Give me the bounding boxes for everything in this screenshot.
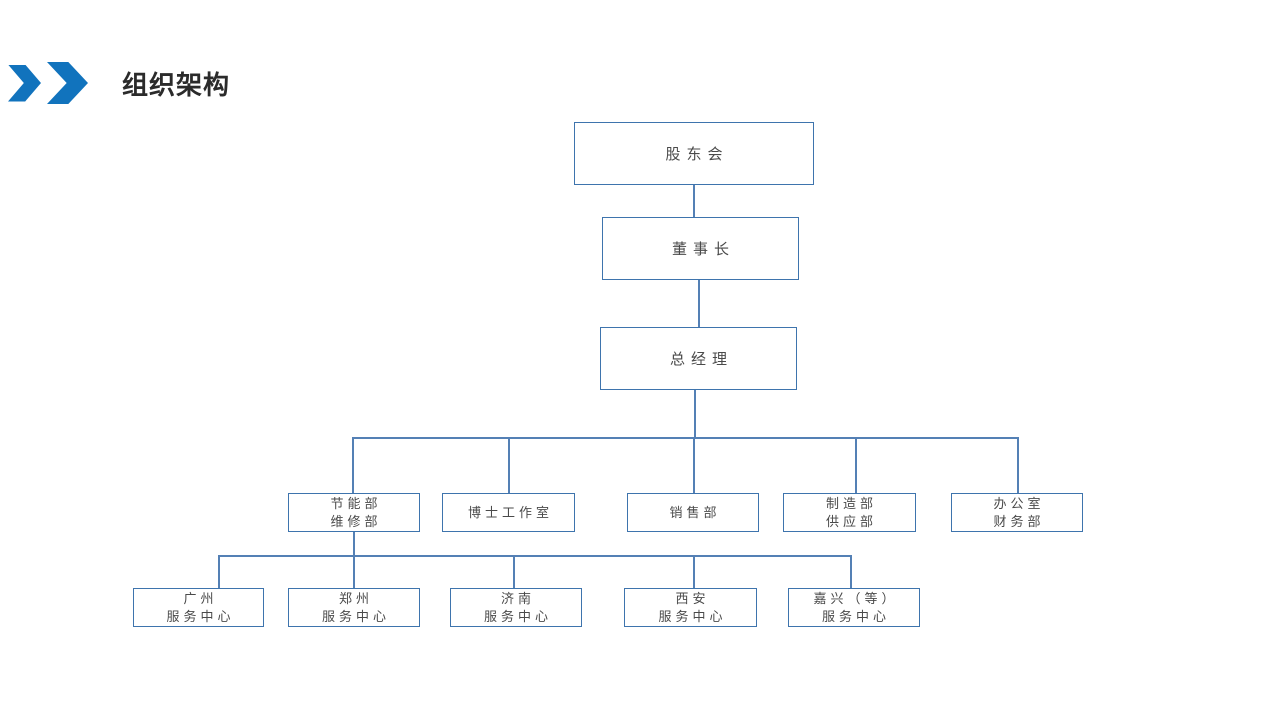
connector-drop-doctor-studio [508,437,510,493]
connector-drop-sales [693,437,695,493]
connector-gm-bus [694,390,696,437]
org-node-label: 西安 [675,590,710,606]
org-node-label: 服务中心 [321,608,390,624]
chevron-right-icon [8,64,41,102]
org-node-shareholders: 股东会 [574,122,814,185]
connector-drop-manufacturing [855,437,857,493]
org-node-label: 维修部 [330,513,382,529]
org-node-center-guangzhou: 广州 服务中心 [133,588,264,627]
org-node-label: 制造部 [825,495,877,511]
slide-header: 组织架构 [8,60,230,106]
org-node-label: 销售部 [669,504,721,520]
org-node-label: 供应部 [825,513,877,529]
connector-drop-office [1017,437,1019,493]
page-title: 组织架构 [122,69,231,100]
org-node-dept-office-finance: 办公室 财务部 [951,493,1083,532]
org-node-general-manager: 总经理 [600,327,797,390]
org-node-label: 服务中心 [658,608,727,624]
org-node-dept-energy-maintenance: 节能部 维修部 [288,493,420,532]
org-node-label: 博士工作室 [467,504,553,520]
connector-energy-bus2 [353,532,355,588]
double-chevron-icon [8,62,88,104]
org-node-center-zhengzhou: 郑州 服务中心 [288,588,420,627]
connector-drop-energy [352,437,354,493]
org-node-label: 郑州 [338,590,373,606]
org-node-label: 济南 [500,590,535,606]
connector-chairman-gm [698,280,700,327]
org-node-dept-doctor-studio: 博士工作室 [442,493,575,532]
org-node-label: 办公室 [993,495,1045,511]
org-node-label: 嘉兴（等） [813,590,899,606]
org-node-label: 财务部 [993,513,1045,529]
org-node-label: 总经理 [669,351,733,368]
org-node-center-xian: 西安 服务中心 [624,588,757,627]
org-node-label: 股东会 [665,146,729,163]
org-node-label: 节能部 [330,495,382,511]
connector-drop-jiaxing [850,555,852,588]
org-node-center-jinan: 济南 服务中心 [450,588,582,627]
connector-bus-service-centers [218,555,850,557]
org-node-chairman: 董事长 [602,217,799,280]
org-node-label: 广州 [183,590,218,606]
org-node-center-jiaxing: 嘉兴（等） 服务中心 [788,588,920,627]
connector-bus-departments [352,437,1018,439]
org-node-label: 董事长 [671,241,735,258]
connector-root-chairman [693,185,695,217]
connector-drop-xian [693,555,695,588]
org-node-label: 服务中心 [483,608,552,624]
org-node-label: 服务中心 [166,608,235,624]
org-node-dept-manufacturing-supply: 制造部 供应部 [783,493,916,532]
chevron-right-icon [47,62,88,104]
org-node-label: 服务中心 [821,608,890,624]
connector-drop-guangzhou [218,555,220,588]
org-node-dept-sales: 销售部 [627,493,759,532]
connector-drop-jinan [513,555,515,588]
